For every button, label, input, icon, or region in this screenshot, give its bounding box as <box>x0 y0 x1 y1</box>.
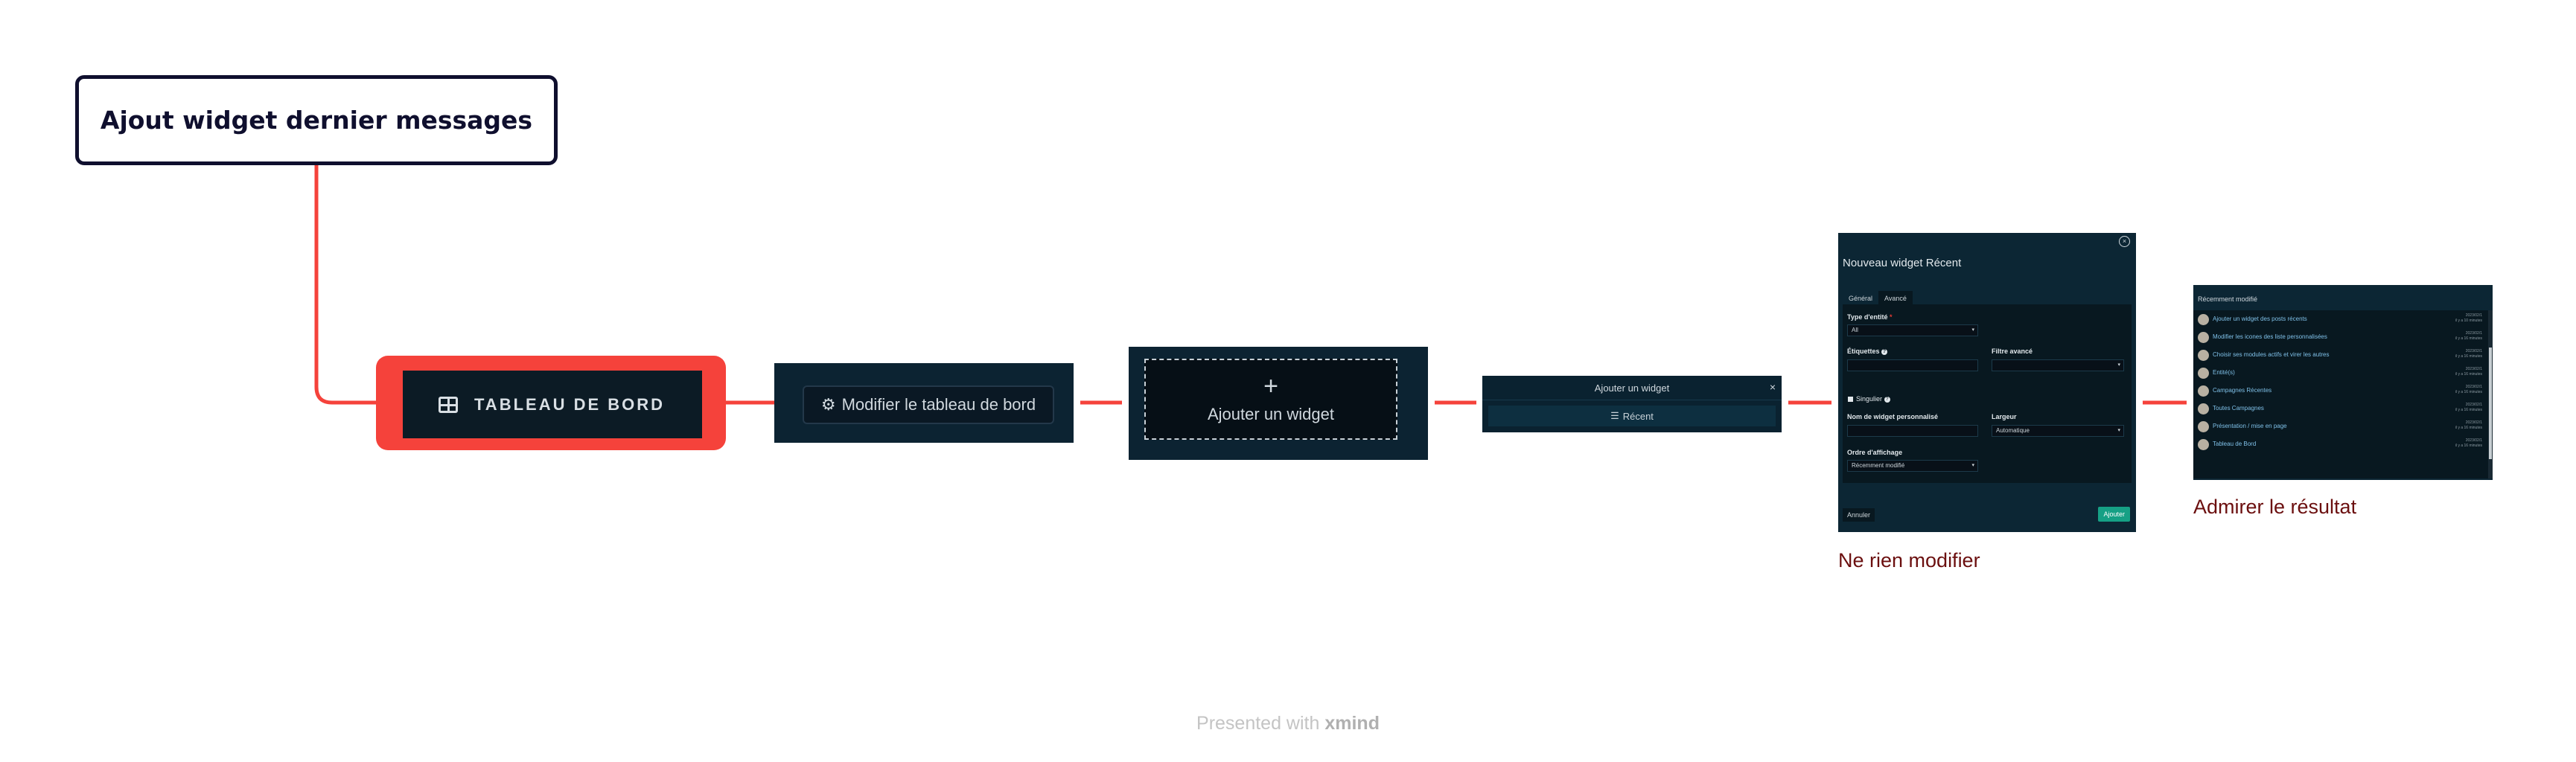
step-new-widget-dialog[interactable]: × Nouveau widget Récent Général Avancé T… <box>1838 233 2136 532</box>
recent-option-label: Récent <box>1622 410 1654 422</box>
widget-menu-title: Ajouter un widget <box>1482 376 1782 400</box>
singular-checkbox[interactable] <box>1848 397 1853 402</box>
display-order-select[interactable]: Récemment modifié▾ <box>1847 460 1978 472</box>
edit-dashboard-label: Modifier le tableau de bord <box>841 395 1036 414</box>
chevron-down-icon: ▾ <box>1971 463 1974 468</box>
note-dialog: Ne rien modifier <box>1838 549 1980 572</box>
step-add-widget-topic[interactable]: + Ajouter un widget <box>1129 347 1428 460</box>
avatar <box>2198 332 2209 343</box>
avatar <box>2198 385 2209 397</box>
root-topic-title: Ajout widget dernier messages <box>100 106 533 135</box>
labels-label: Étiquettes ? <box>1847 348 1888 355</box>
cancel-button[interactable]: Annuler <box>1843 508 1875 522</box>
step-result-widget[interactable]: Récemment modifié Ajouter un widget des … <box>2193 285 2493 480</box>
advanced-filter-label: Filtre avancé <box>1992 348 2033 355</box>
close-icon[interactable]: × <box>1769 381 1776 393</box>
dashboard-label: TABLEAU DE BORD <box>474 394 666 414</box>
footer-credit: Presented with xmind <box>0 713 2576 734</box>
root-connector <box>314 165 376 405</box>
singular-label: Singulier ? <box>1856 395 1890 403</box>
custom-name-label: Nom de widget personnalisé <box>1847 413 1939 420</box>
avatar <box>2198 403 2209 414</box>
add-widget-button[interactable]: + Ajouter un widget <box>1144 359 1397 440</box>
gear-icon: ⚙ <box>820 395 836 414</box>
recent-widget-header: Récemment modifié <box>2198 295 2258 303</box>
note-result: Admirer le résultat <box>2193 496 2357 518</box>
avatar <box>2198 314 2209 325</box>
avatar <box>2198 368 2209 379</box>
chevron-down-icon: ▾ <box>1971 327 1974 333</box>
footer-brand: xmind <box>1324 713 1380 734</box>
close-icon[interactable]: × <box>2119 236 2130 247</box>
width-select[interactable]: Automatique▾ <box>1992 425 2124 437</box>
help-icon: ? <box>1884 396 1890 403</box>
plus-icon: + <box>1263 372 1278 400</box>
dialog-tabs: Général Avancé <box>1843 291 1913 306</box>
chevron-down-icon: ▾ <box>2117 428 2120 433</box>
labels-input[interactable] <box>1847 359 1978 371</box>
step-dashboard-topic[interactable]: TABLEAU DE BORD <box>376 356 726 450</box>
custom-name-input[interactable] <box>1847 425 1978 437</box>
dialog-title: Nouveau widget Récent <box>1843 257 1962 269</box>
add-button[interactable]: Ajouter <box>2098 507 2130 522</box>
avatar <box>2198 350 2209 361</box>
add-widget-label: Ajouter un widget <box>1208 405 1334 423</box>
width-label: Largeur <box>1992 413 2017 420</box>
entity-type-label: Type d'entité * <box>1847 313 1893 321</box>
step-widget-menu-topic[interactable]: Ajouter un widget × ☰ Récent <box>1482 376 1782 432</box>
tab-general[interactable]: Général <box>1849 295 1873 302</box>
chevron-down-icon: ▾ <box>2117 362 2120 368</box>
scrollbar-thumb[interactable] <box>2489 348 2492 459</box>
entity-type-select[interactable]: All▾ <box>1847 324 1978 336</box>
dashboard-menu-item[interactable]: TABLEAU DE BORD <box>403 371 702 438</box>
list-icon: ☰ <box>1610 410 1619 421</box>
dashboard-grid-icon <box>439 396 458 413</box>
footer-prefix: Presented with <box>1196 713 1320 734</box>
avatar <box>2198 439 2209 450</box>
edit-dashboard-button[interactable]: ⚙ Modifier le tableau de bord <box>803 385 1054 424</box>
display-order-label: Ordre d'affichage <box>1847 449 1903 456</box>
list-item[interactable]: Choisir ses modules actifs et virer les … <box>2198 349 2484 364</box>
dialog-form-panel: Type d'entité * All▾ Étiquettes ? Filtre… <box>1843 304 2132 483</box>
recent-widget-option[interactable]: ☰ Récent <box>1488 406 1776 426</box>
avatar <box>2198 421 2209 432</box>
advanced-filter-select[interactable]: ▾ <box>1992 359 2124 371</box>
tab-advanced[interactable]: Avancé <box>1878 291 1913 306</box>
root-topic[interactable]: Ajout widget dernier messages <box>75 75 558 165</box>
help-icon: ? <box>1881 348 1888 355</box>
scrollbar[interactable] <box>2488 310 2493 478</box>
step-edit-dashboard-topic[interactable]: ⚙ Modifier le tableau de bord <box>774 363 1074 443</box>
list-item[interactable]: Modifier les icones des liste personnali… <box>2198 331 2484 346</box>
